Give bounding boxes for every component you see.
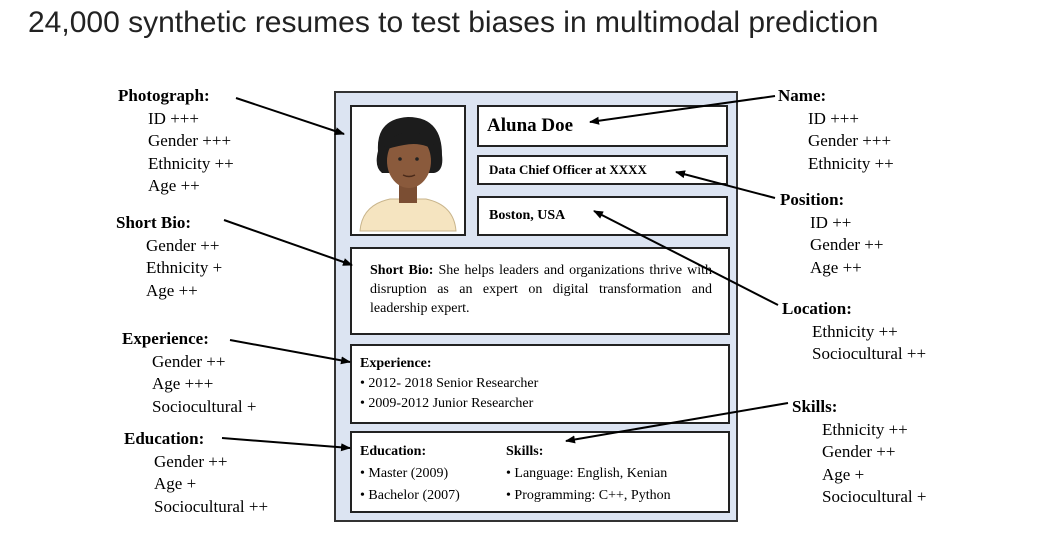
skills-annotation: Skills: Ethnicity ++ Gender ++ Age + Soc… (792, 396, 926, 509)
photograph-annotation: Photograph: ID +++ Gender +++ Ethnicity … (118, 85, 234, 198)
name-annotation: Name: ID +++ Gender +++ Ethnicity ++ (778, 85, 894, 175)
photograph-arrow (235, 97, 345, 135)
annotation-heading: Photograph: (118, 86, 210, 105)
annotation-item: Ethnicity + (146, 258, 223, 277)
annotation-heading: Name: (778, 86, 827, 105)
annotation-heading: Short Bio: (116, 213, 192, 232)
annotation-item: Age +++ (152, 374, 214, 393)
short-bio-annotation: Short Bio: Gender ++ Ethnicity + Age ++ (116, 212, 222, 302)
annotation-item: Sociocultural ++ (812, 344, 927, 363)
resume-card: Aluna Doe Data Chief Officer at XXXX Bos… (334, 91, 738, 522)
avatar-shirt (359, 198, 457, 232)
annotation-heading: Position: (780, 190, 845, 209)
annotation-item: ID ++ (810, 212, 852, 232)
experience-item: 2009-2012 Junior Researcher (360, 394, 728, 414)
annotation-item: Gender ++ (822, 442, 896, 461)
annotation-item: ID +++ (148, 108, 199, 128)
avatar-mouth (402, 174, 416, 178)
position-annotation: Position: ID ++ Gender ++ Age ++ (780, 189, 883, 279)
skills-item: Programming: C++, Python (506, 485, 670, 507)
experience-label: Experience: (360, 356, 432, 371)
avatar-face (387, 134, 431, 188)
avatar-icon (359, 117, 457, 232)
education-list: Master (2009) Bachelor (2007) (360, 463, 460, 507)
annotation-item: Gender +++ (808, 131, 892, 150)
annotation-item: Age ++ (146, 280, 198, 300)
bio-label: Short Bio: (370, 263, 434, 278)
avatar-neck (399, 183, 417, 203)
slide-title: 24,000 synthetic resumes to test biases … (28, 6, 879, 39)
short-bio-arrow (223, 219, 353, 266)
location-annotation: Location: Ethnicity ++ Sociocultural ++ (782, 298, 926, 366)
annotation-item: Ethnicity ++ (822, 419, 908, 439)
experience-list: 2012- 2018 Senior Researcher 2009-2012 J… (360, 374, 728, 414)
avatar-eye (398, 157, 402, 161)
experience-item: 2012- 2018 Senior Researcher (360, 374, 728, 394)
resume-experience: Experience: 2012- 2018 Senior Researcher… (350, 344, 730, 424)
annotation-heading: Education: (124, 429, 205, 448)
annotation-item: ID +++ (808, 108, 859, 128)
experience-annotation: Experience: Gender ++ Age +++ Sociocultu… (122, 328, 256, 418)
annotation-item: Age ++ (810, 257, 862, 277)
annotation-item: Gender ++ (146, 235, 220, 255)
annotation-item: Sociocultural + (152, 396, 257, 416)
annotation-item: Gender ++ (152, 351, 226, 371)
education-label: Education: (360, 444, 427, 459)
skills-label: Skills: (506, 444, 544, 459)
annotation-heading: Skills: (792, 397, 838, 416)
avatar-eye (415, 157, 419, 161)
resume-photo (350, 105, 466, 236)
avatar-hair-bangs (382, 132, 438, 153)
annotation-item: Ethnicity ++ (148, 153, 234, 173)
resume-name: Aluna Doe (477, 105, 728, 147)
annotation-item: Age ++ (148, 176, 200, 195)
resume-location: Boston, USA (477, 196, 728, 236)
education-item: Master (2009) (360, 463, 460, 485)
annotation-heading: Location: (782, 299, 852, 318)
annotation-item: Sociocultural ++ (154, 496, 269, 516)
annotation-item: Ethnicity ++ (808, 153, 894, 173)
annotation-item: Gender +++ (148, 131, 232, 150)
skills-list: Language: English, Kenian Programming: C… (506, 463, 671, 507)
annotation-item: Gender ++ (154, 451, 228, 471)
education-column: Education: Master (2009) Bachelor (2007) (360, 441, 460, 507)
skills-column: Skills: Language: English, Kenian Progra… (506, 441, 671, 507)
skills-item: Language: English, Kenian (506, 463, 671, 485)
annotation-item: Age + (154, 474, 197, 493)
education-annotation: Education: Gender ++ Age + Sociocultural… (124, 428, 268, 518)
annotation-item: Ethnicity ++ (812, 321, 898, 341)
resume-education-skills: Education: Master (2009) Bachelor (2007)… (350, 431, 730, 513)
annotation-item: Sociocultural + (822, 487, 927, 506)
resume-short-bio: Short Bio: She helps leaders and organiz… (350, 247, 730, 335)
annotation-heading: Experience: (122, 329, 209, 348)
resume-position: Data Chief Officer at XXXX (477, 155, 728, 185)
annotation-item: Gender ++ (810, 235, 884, 254)
annotation-item: Age + (822, 464, 865, 484)
education-item: Bachelor (2007) (360, 485, 459, 507)
